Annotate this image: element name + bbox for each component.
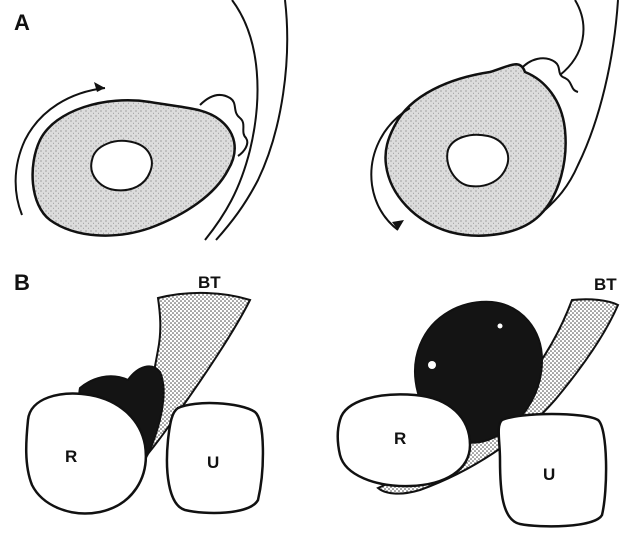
label-bt-left: BT (198, 273, 221, 292)
ovary-cavity (91, 141, 152, 190)
mass-highlight (428, 361, 436, 369)
panel-a-right (371, 0, 618, 236)
panel-label-a: A (14, 10, 30, 35)
panel-b-left (26, 293, 263, 514)
panel-b-right (338, 299, 618, 526)
mass-highlight (498, 324, 503, 329)
panel-a-left (16, 0, 288, 240)
rotation-arrowhead (392, 220, 404, 230)
label-r-right: R (394, 429, 406, 448)
tube-outer-line (560, 0, 583, 75)
rotation-arrowhead (94, 82, 105, 92)
label-r-left: R (65, 447, 77, 466)
label-bt-right: BT (594, 275, 617, 294)
panel-label-b: B (14, 270, 30, 295)
tube-inner-line (216, 0, 287, 240)
label-u-right: U (543, 465, 555, 484)
label-u-left: U (207, 453, 219, 472)
ovary-cavity (447, 135, 508, 187)
